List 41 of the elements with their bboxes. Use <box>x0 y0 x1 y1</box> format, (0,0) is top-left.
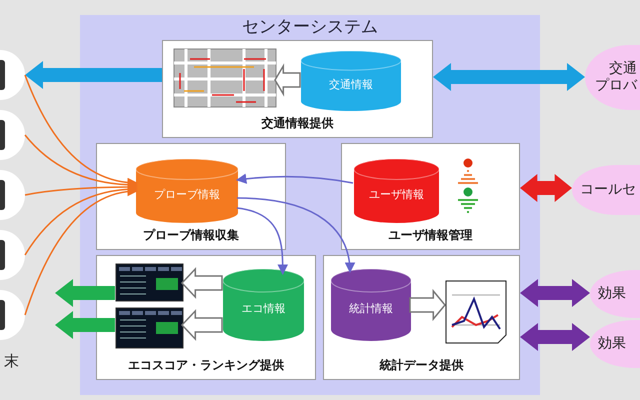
function-panel <box>162 40 433 138</box>
connector-line <box>236 174 354 184</box>
external-label: コールセ <box>580 181 636 199</box>
hollow-arrow <box>180 309 223 341</box>
database-label: ユーザ情報 <box>368 187 425 202</box>
block-arrow <box>520 279 590 307</box>
function-panel <box>96 255 316 380</box>
database-cylinder <box>354 159 439 223</box>
database-cylinder <box>223 269 304 341</box>
external-label: 交通プロバ <box>595 60 638 95</box>
function-panel <box>96 143 286 250</box>
database-label: 統計情報 <box>348 301 394 316</box>
caption-text: 末 <box>4 352 19 371</box>
hollow-arrow <box>274 63 301 97</box>
connector-line <box>236 207 288 276</box>
block-arrow <box>25 61 162 89</box>
external-label: 効果 <box>598 285 626 303</box>
connector-line <box>236 197 355 274</box>
block-arrow <box>520 174 572 202</box>
system-band <box>80 15 540 395</box>
block-arrow <box>55 279 115 307</box>
hollow-arrow <box>409 288 446 322</box>
external-label: 効果 <box>598 335 626 353</box>
database-cylinder <box>331 269 411 341</box>
panel-title: ユーザ情報管理 <box>388 227 474 244</box>
block-arrow <box>55 311 115 339</box>
panel-title: プローブ情報収集 <box>142 227 240 244</box>
hollow-arrow <box>180 267 223 299</box>
database-label: プローブ情報 <box>153 187 221 202</box>
function-panel <box>341 143 520 250</box>
function-panel <box>323 255 520 380</box>
block-arrow <box>520 323 590 351</box>
database-cylinder <box>301 51 401 111</box>
database-label: エコ情報 <box>240 301 286 316</box>
database-cylinder <box>136 159 238 223</box>
database-label: 交通情報 <box>328 77 374 92</box>
panel-title: 交通情報提供 <box>260 115 334 132</box>
band-title: センターシステム <box>241 16 379 38</box>
block-arrow <box>433 63 585 91</box>
panel-title: 統計データ提供 <box>378 357 464 374</box>
panel-title: エコスコア・ランキング提供 <box>127 357 285 374</box>
